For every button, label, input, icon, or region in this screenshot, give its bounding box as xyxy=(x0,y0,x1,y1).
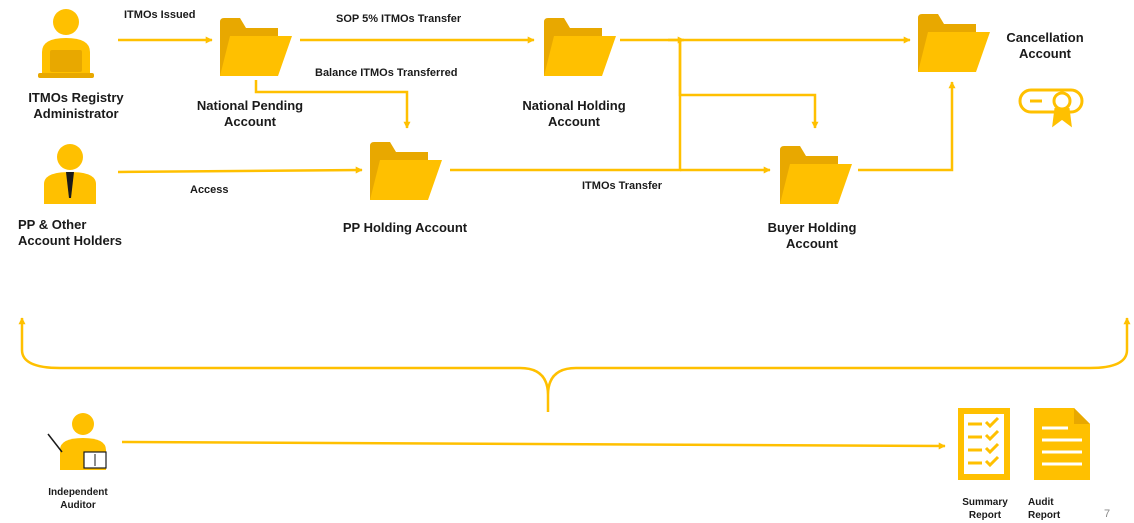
national-pending-line2: Account xyxy=(224,114,276,130)
arrow-auditor-to-reports xyxy=(121,440,946,450)
folder-icon-pp-holding xyxy=(370,142,442,200)
flow-label-balance: Balance ITMOs Transferred xyxy=(315,67,458,79)
audit-scope-brace xyxy=(22,318,1127,412)
flow-label-access: Access xyxy=(190,184,229,196)
document-report-icon xyxy=(1034,408,1090,480)
person-laptop-icon xyxy=(38,9,94,78)
checklist-report-icon xyxy=(958,408,1010,480)
summary-report-line2: Report xyxy=(968,509,1002,521)
national-pending-label: National Pending Account xyxy=(180,98,320,131)
certificate-scroll-icon xyxy=(1018,88,1084,128)
flow-label-sop: SOP 5% ITMOs Transfer xyxy=(336,13,462,25)
registry-admin-line1: ITMOs Registry xyxy=(28,90,124,105)
summary-report-line1: Summary xyxy=(962,497,1008,508)
person-tie-icon xyxy=(44,144,96,204)
national-pending-line1: National Pending xyxy=(196,98,304,113)
flow-label-issued: ITMOs Issued xyxy=(124,9,196,21)
page-number: 7 xyxy=(1104,508,1111,520)
buyer-holding-line1: Buyer Holding xyxy=(767,220,857,235)
summary-report-label: Summary Report xyxy=(952,497,1018,522)
auditor-line1: Independent xyxy=(48,487,108,498)
arrow-buyer-to-cancellation xyxy=(858,81,956,172)
arrow-balance-transferred xyxy=(254,80,411,129)
arrow-access xyxy=(117,166,363,174)
folder-icon-national-holding xyxy=(544,18,616,76)
pp-holding-label: PP Holding Account xyxy=(320,220,490,236)
cancellation-line1: Cancellation xyxy=(1006,30,1084,45)
folder-icon-national-pending xyxy=(220,18,292,76)
flow-connectors xyxy=(22,36,1127,450)
folder-icon-cancellation xyxy=(918,14,990,72)
national-holding-label: National Holding Account xyxy=(506,98,642,131)
auditor-label: Independent Auditor xyxy=(36,487,120,512)
teacher-icon xyxy=(47,413,107,470)
arrow-national-to-buyer xyxy=(678,40,819,129)
cancellation-label: Cancellation Account xyxy=(990,30,1100,63)
auditor-line2: Auditor xyxy=(60,499,96,511)
pp-holders-label: PP & Other Account Holders xyxy=(18,217,148,250)
pp-holding-line1: PP Holding Account xyxy=(342,220,468,235)
national-holding-line2: Account xyxy=(548,114,600,130)
registry-admin-line2: Administrator xyxy=(33,106,119,122)
audit-report-label: Audit Report xyxy=(1028,497,1086,522)
pp-holders-line1: PP & Other xyxy=(18,217,87,232)
pp-holders-line2: Account Holders xyxy=(18,233,123,249)
flow-label-itmos-transfer: ITMOs Transfer xyxy=(582,180,663,192)
audit-report-line1: Audit xyxy=(1028,497,1054,508)
folder-icon-buyer-holding xyxy=(780,146,852,204)
buyer-holding-line2: Account xyxy=(786,236,838,252)
audit-report-line2: Report xyxy=(1028,509,1061,521)
national-holding-line1: National Holding xyxy=(522,98,626,113)
registry-admin-label: ITMOs Registry Administrator xyxy=(20,90,132,123)
buyer-holding-label: Buyer Holding Account xyxy=(752,220,872,253)
cancellation-line2: Account xyxy=(1019,46,1071,62)
